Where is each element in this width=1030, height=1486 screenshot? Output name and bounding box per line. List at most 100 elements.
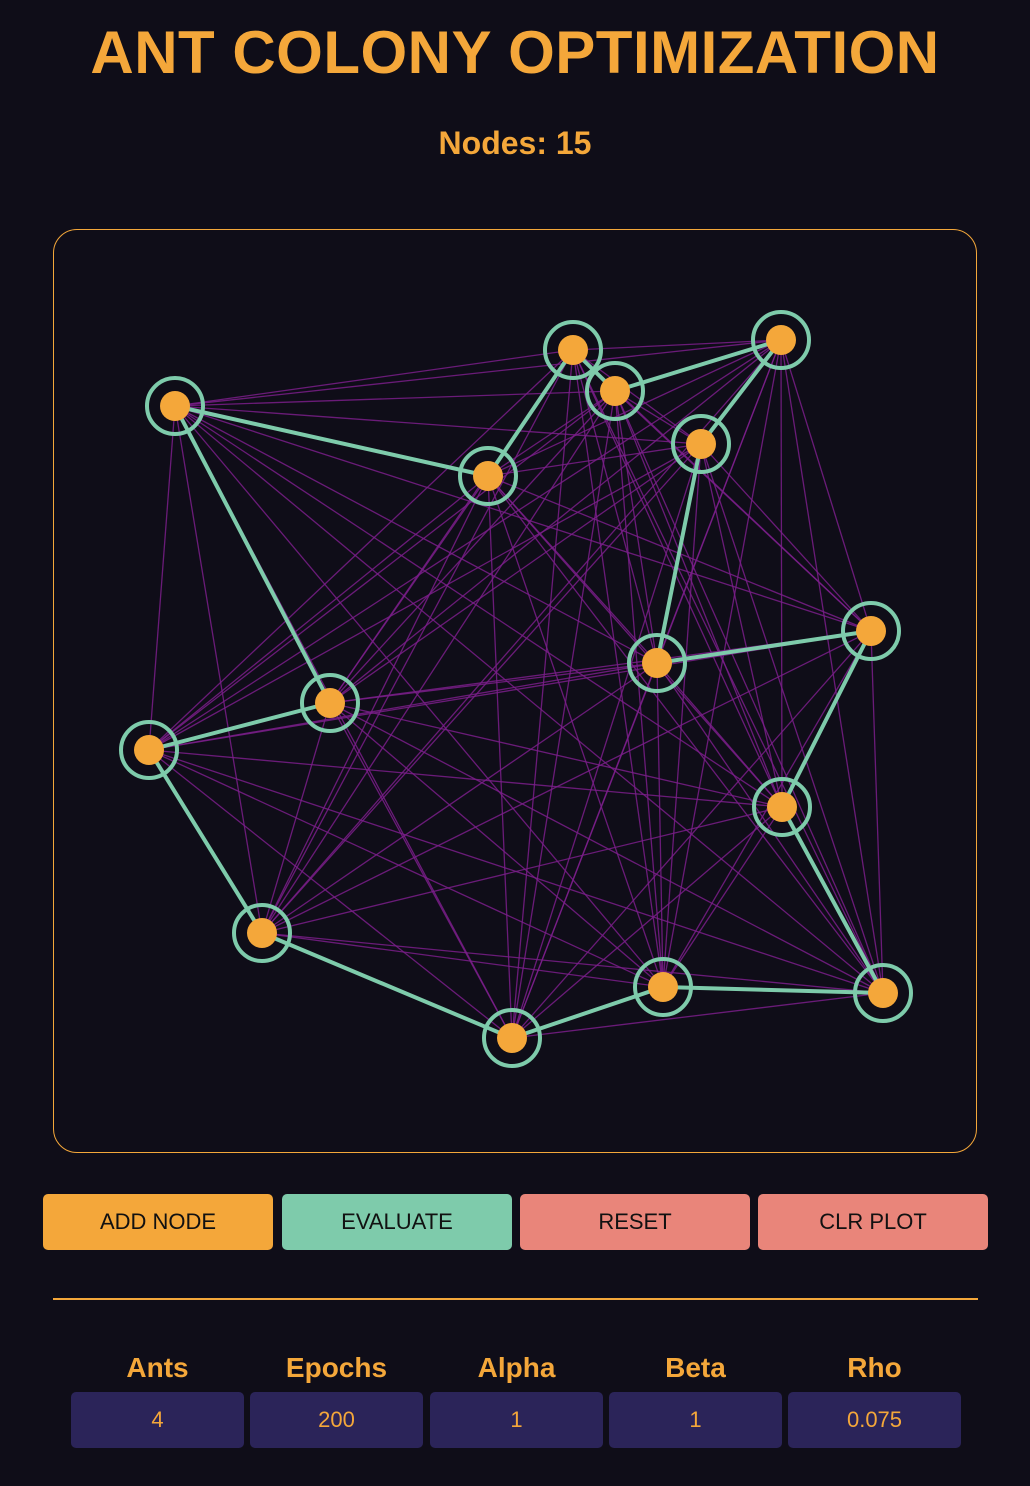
graph-node[interactable] [482, 1008, 542, 1068]
node-ring [119, 720, 179, 780]
pheromone-edge [572, 339, 782, 351]
pheromone-edge [148, 749, 513, 1039]
pheromone-edge [780, 339, 783, 808]
pheromone-edge [572, 349, 664, 988]
tour-edge [260, 931, 514, 1040]
pheromone-edge [487, 475, 884, 994]
add-node-button[interactable]: ADD NODE [43, 1194, 273, 1250]
pheromone-edge [148, 405, 176, 751]
pheromone-edge [780, 339, 884, 994]
node-ring [482, 1008, 542, 1068]
node-ring [232, 903, 292, 963]
node-dot [642, 648, 672, 678]
node-dot [315, 688, 345, 718]
node-ring [585, 361, 645, 421]
pheromone-edge [261, 806, 783, 934]
pheromone-edge [662, 806, 783, 988]
pheromone-edge [662, 339, 782, 988]
pheromone-edge [329, 702, 664, 988]
graph-node[interactable] [751, 310, 811, 370]
pheromone-edge [329, 390, 616, 704]
pheromone-edge [614, 390, 658, 664]
tour-edge [173, 404, 332, 705]
epochs-label: Epochs [285, 1352, 388, 1383]
pheromone-edge [511, 443, 702, 1039]
graph-node[interactable] [841, 601, 901, 661]
node-ring [853, 963, 913, 1023]
pheromone-edge [662, 443, 702, 988]
graph-plot[interactable] [53, 229, 977, 1153]
pheromone-edge [261, 475, 489, 934]
graph-node[interactable] [633, 957, 693, 1017]
rho-input[interactable] [788, 1392, 961, 1448]
node-ring [841, 601, 901, 661]
page-title: ANT COLONY OPTIMIZATION [90, 19, 940, 86]
pheromone-edge [511, 992, 884, 1039]
graph-node[interactable] [145, 376, 205, 436]
node-ring [671, 414, 731, 474]
pheromone-edges [148, 339, 884, 1039]
beta-label: Beta [665, 1352, 726, 1383]
node-dot [247, 918, 277, 948]
node-ring [543, 320, 603, 380]
pheromone-edge [148, 749, 783, 808]
pheromone-edge [614, 390, 702, 445]
tour-edge [147, 748, 264, 935]
tour-edge [486, 348, 575, 478]
node-dot [856, 616, 886, 646]
pheromone-edge [511, 806, 783, 1039]
clear-plot-button[interactable]: CLR PLOT [758, 1194, 988, 1250]
pheromone-edge [148, 662, 658, 751]
ants-label: Ants [126, 1352, 189, 1383]
pheromone-edge [487, 475, 783, 808]
ants-input[interactable] [71, 1392, 244, 1448]
node-dot [473, 461, 503, 491]
node-dot [134, 735, 164, 765]
graph-node[interactable] [752, 777, 812, 837]
pheromone-edge [148, 339, 782, 751]
graph-node[interactable] [458, 446, 518, 506]
pheromone-edge [780, 339, 872, 632]
pheromone-edge [329, 662, 658, 704]
graph-node[interactable] [543, 320, 603, 380]
tour-edge [699, 338, 783, 446]
alpha-input[interactable] [430, 1392, 603, 1448]
graph-node[interactable] [119, 720, 179, 780]
node-ring [458, 446, 518, 506]
graph-nodes[interactable] [119, 310, 913, 1068]
graph-node[interactable] [671, 414, 731, 474]
alpha-label: Alpha [477, 1352, 556, 1383]
epochs-input[interactable] [250, 1392, 423, 1448]
node-dot [766, 325, 796, 355]
pheromone-edge [700, 443, 884, 994]
graph-node[interactable] [585, 361, 645, 421]
graph-canvas[interactable] [53, 229, 977, 1153]
pheromone-edge [487, 390, 616, 477]
pheromone-edge [261, 443, 702, 934]
pheromone-edge [174, 349, 574, 407]
pheromone-edge [148, 475, 489, 751]
pheromone-edge [329, 475, 489, 704]
pheromone-edge [614, 390, 783, 808]
node-ring [752, 777, 812, 837]
evaluate-button[interactable]: EVALUATE [282, 1194, 512, 1250]
pheromone-edge [174, 405, 884, 994]
graph-node[interactable] [853, 963, 913, 1023]
divider [53, 1298, 978, 1300]
beta-input[interactable] [609, 1392, 782, 1448]
pheromone-edge [261, 390, 616, 934]
graph-node[interactable] [232, 903, 292, 963]
pheromone-edge [614, 390, 664, 988]
pheromone-edge [329, 702, 513, 1039]
rho-label: Rho [847, 1352, 902, 1383]
reset-button[interactable]: RESET [520, 1194, 750, 1250]
pheromone-edge [261, 932, 664, 988]
node-ring [145, 376, 205, 436]
graph-node[interactable] [300, 673, 360, 733]
pheromone-edge [572, 349, 658, 664]
node-dot [648, 972, 678, 1002]
pheromone-edge [656, 662, 884, 994]
tour-edge [655, 629, 873, 665]
pheromone-edge [511, 390, 616, 1039]
graph-node[interactable] [627, 633, 687, 693]
